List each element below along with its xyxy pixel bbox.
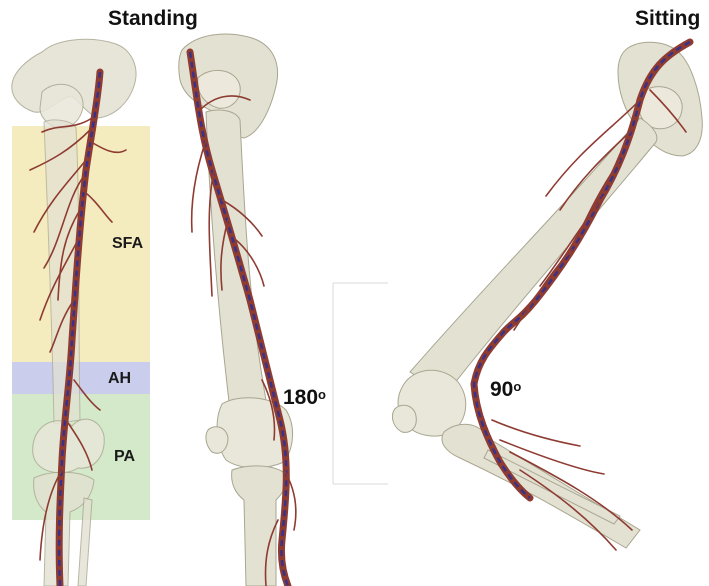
panel-divider bbox=[333, 283, 388, 484]
standing-patella bbox=[206, 427, 228, 454]
sitting-angle-value: 90 bbox=[490, 378, 513, 401]
knee-condyles bbox=[33, 419, 105, 473]
sfa-label: SFA bbox=[112, 235, 143, 253]
pa-label: PA bbox=[114, 448, 135, 466]
ah-label: AH bbox=[108, 370, 131, 388]
standing-tibia bbox=[232, 466, 287, 586]
sitting-leg bbox=[392, 42, 702, 550]
sitting-angle-label: 90o bbox=[490, 378, 521, 402]
sitting-patella bbox=[392, 405, 416, 432]
annotated-leg bbox=[12, 39, 150, 586]
standing-angle-value: 180 bbox=[283, 386, 318, 409]
standing-angle-label: 180o bbox=[283, 386, 326, 410]
sitting-angle-unit: o bbox=[513, 379, 521, 394]
sitting-title: Sitting bbox=[635, 7, 700, 31]
standing-angle-unit: o bbox=[318, 387, 326, 402]
standing-title: Standing bbox=[108, 7, 198, 31]
sitting-fibula bbox=[484, 450, 620, 524]
standing-leg bbox=[179, 34, 296, 586]
